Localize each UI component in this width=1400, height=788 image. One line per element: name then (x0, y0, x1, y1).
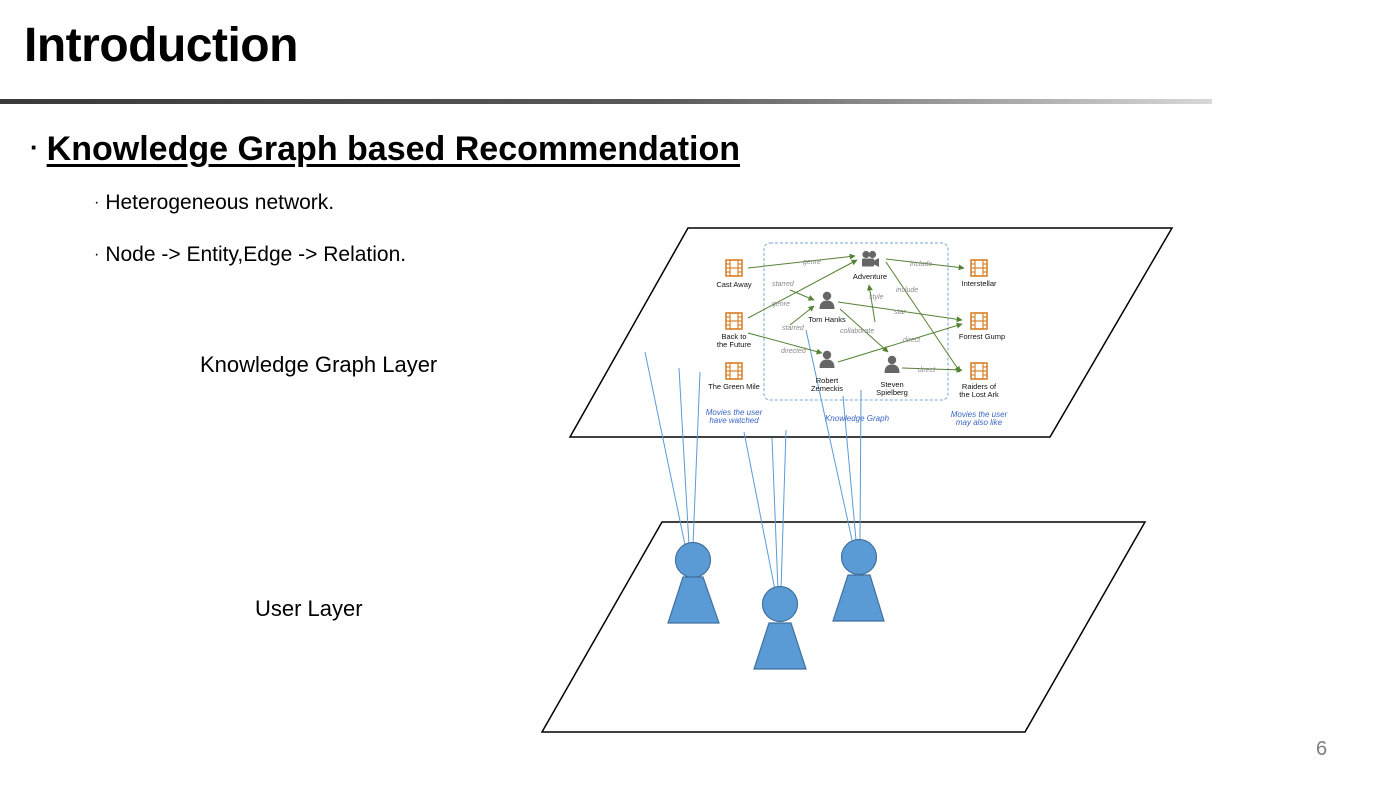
user-link-line (859, 389, 862, 541)
user-link-line (743, 431, 776, 591)
entity-label-line: Adventure (853, 272, 887, 281)
kg-edge (837, 322, 963, 363)
user-entity-links (644, 329, 862, 591)
kg-edge (789, 289, 815, 301)
entity-label-line: Tom Hanks (808, 315, 846, 324)
text-line: Movies the user (951, 410, 1008, 419)
kg-edge (901, 366, 963, 373)
kg-edge (747, 259, 858, 319)
entity-label-line: Cast Away (716, 280, 752, 289)
user-link-line (678, 367, 690, 546)
entity-label-the-green-mile: The Green Mile (708, 382, 760, 391)
relation-label-direct: direct (918, 367, 936, 374)
bullet-marker: · (30, 132, 39, 162)
relation-label-starred: starred (772, 281, 795, 288)
user-link-line (771, 437, 779, 591)
text-line: Raiders of (962, 382, 997, 391)
caption-line: Knowledge Graph (825, 414, 890, 423)
relation-label-genre: genre (803, 259, 821, 266)
relation-label-genre: genre (772, 301, 790, 308)
kg-edge (885, 261, 961, 373)
relation-label-style: style (869, 294, 884, 301)
relation-label-direct: direct (903, 337, 921, 344)
entity-label-adventure: Adventure (853, 272, 887, 281)
user-link-line (805, 329, 853, 541)
entity-label-tom-hanks: Tom Hanks (808, 315, 846, 324)
text-line: Spielberg (876, 388, 908, 397)
user-link-line (842, 395, 857, 541)
kg-relation-labels: genre starred genre starred directed sty… (772, 259, 936, 374)
bullet-marker: · (94, 194, 100, 211)
text-line: Steven (880, 380, 903, 389)
user-link-line (780, 429, 787, 591)
relation-label-star: star (894, 309, 906, 316)
sub-bullet-text: Node -> Entity,Edge -> Relation. (105, 243, 407, 266)
kg-edge (747, 253, 856, 269)
user-figure-1 (667, 541, 720, 624)
entity-label-line: Forrest Gump (959, 332, 1005, 341)
main-bullet-text: Knowledge Graph based Recommendation (46, 130, 741, 168)
relation-label-directed: directed (781, 348, 807, 355)
relation-label-starred: starred (782, 325, 805, 332)
user-link-line (692, 371, 701, 546)
knowledge-graph-layer-plane (568, 227, 1174, 438)
text-line: Back to (721, 332, 746, 341)
sub-bullet-2: · Node -> Entity,Edge -> Relation. (94, 243, 406, 267)
user-link-line (644, 351, 686, 546)
entity-label-line: Interstellar (961, 279, 997, 288)
knowledge-graph-box (763, 242, 949, 401)
title-underline-rule (0, 99, 1212, 104)
kg-edge (837, 301, 963, 323)
main-bullet: ·Knowledge Graph based Recommendation (30, 130, 740, 169)
kg-edge (885, 258, 965, 271)
kg-edges (747, 253, 965, 373)
entity-label-line: The Green Mile (708, 382, 760, 391)
relation-label-include: include (896, 287, 918, 294)
text-line: Movies the user (706, 408, 763, 417)
text-line: the Future (717, 340, 751, 349)
text-line: have watched (709, 416, 759, 425)
entity-label-cast-away: Cast Away (716, 280, 752, 289)
kg-edge (866, 284, 876, 323)
slide-title: Introduction (24, 19, 298, 72)
kg-edge (747, 332, 823, 355)
text-line: Zemeckis (811, 384, 843, 393)
knowledge-graph-layer-label: Knowledge Graph Layer (200, 352, 438, 377)
entity-label-interstellar: Interstellar (961, 279, 997, 288)
user-layer-label: User Layer (255, 596, 363, 621)
user-figure-3 (832, 538, 885, 622)
entity-label-forrest-gump: Forrest Gump (959, 332, 1005, 341)
sub-bullet-1: · Heterogeneous network. (94, 191, 334, 215)
sub-bullet-text: Heterogeneous network. (105, 191, 335, 214)
bullet-marker: · (94, 246, 100, 263)
kg-edge (789, 305, 815, 326)
relation-label-collaborate: collaborate (840, 328, 874, 335)
text-line: may also like (956, 418, 1003, 427)
user-figure-2 (753, 585, 807, 670)
kg-edge (839, 308, 889, 353)
caption-knowledge-graph: Knowledge Graph (825, 414, 890, 423)
text-line: the Lost Ark (959, 390, 999, 399)
page-number: 6 (1316, 738, 1328, 760)
text-line: Robert (816, 376, 839, 385)
relation-label-include: include (910, 261, 932, 268)
